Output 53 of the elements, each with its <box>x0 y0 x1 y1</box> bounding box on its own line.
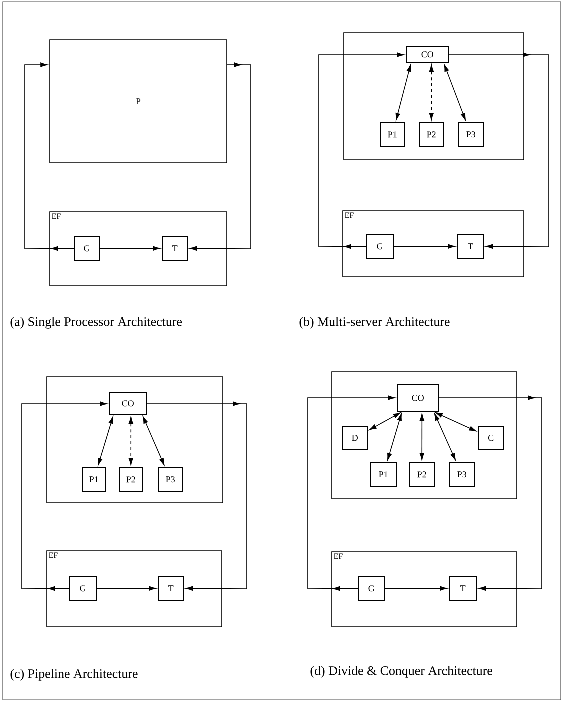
arrow <box>388 414 402 460</box>
arrow <box>22 402 108 592</box>
figure-caption: (c) Pipeline Architecture <box>10 669 138 681</box>
arrow <box>429 64 434 120</box>
arrow <box>434 414 456 461</box>
process-box: P3 <box>458 122 484 147</box>
process-box: D <box>342 426 368 450</box>
arrow <box>436 412 477 432</box>
process-box: T <box>158 576 184 601</box>
process-box: T <box>162 236 188 261</box>
process-box: P2 <box>409 462 435 487</box>
process-box: P2 <box>419 122 444 147</box>
figure-caption: (a) Single Processor Architecture <box>10 317 182 329</box>
process-box: T <box>449 576 477 601</box>
arrow <box>190 62 252 251</box>
process-box: P1 <box>370 462 397 487</box>
figure-caption: (b) Multi-server Architecture <box>300 317 450 329</box>
arrow <box>98 416 114 466</box>
arrow <box>146 402 248 591</box>
arrow <box>24 62 75 252</box>
arrow <box>128 416 134 466</box>
process-box: CO <box>109 392 147 415</box>
group-box <box>332 372 518 500</box>
arrow <box>444 64 466 121</box>
arrow <box>420 414 424 460</box>
process-box: G <box>74 236 100 261</box>
process-box: T <box>457 234 484 259</box>
arrow <box>384 586 448 591</box>
group-box <box>344 32 524 160</box>
arrow <box>396 64 412 120</box>
process-box: P1 <box>82 467 106 492</box>
arrow <box>100 246 160 251</box>
figure-caption: (d) Divide & Conquer Architecture <box>310 666 492 678</box>
process-box: P2 <box>119 467 143 492</box>
group-box <box>46 376 224 504</box>
process-box: G <box>69 576 97 601</box>
arrow <box>448 52 550 249</box>
arrow <box>394 244 456 249</box>
process-box: CO <box>406 46 449 63</box>
arrow <box>318 52 404 250</box>
arrow <box>308 396 396 592</box>
process-box: P <box>50 40 228 164</box>
arrow <box>96 586 156 591</box>
process-box: G <box>366 234 394 259</box>
arrow <box>438 396 542 591</box>
process-box: P3 <box>449 462 475 487</box>
arrow <box>142 416 165 466</box>
arrow <box>370 412 401 430</box>
process-box: CO <box>397 384 439 412</box>
process-box: G <box>358 576 385 601</box>
process-box: C <box>478 426 504 450</box>
process-box: P3 <box>158 467 183 492</box>
process-box: P1 <box>380 122 405 147</box>
